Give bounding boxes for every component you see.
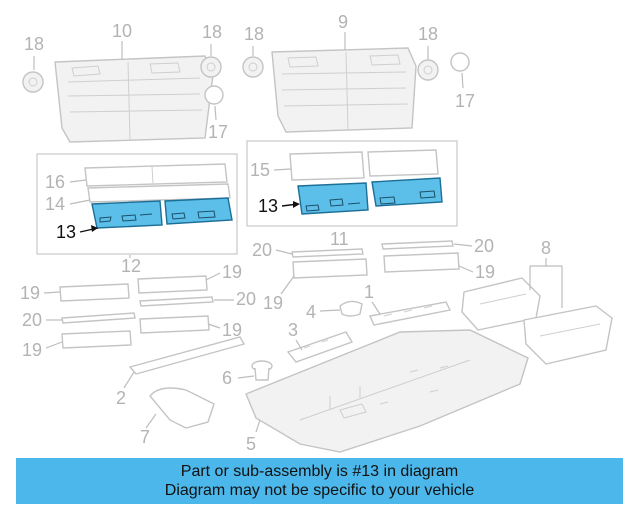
part-19-strip-f[interactable]: [383, 252, 460, 273]
leader-19-e: [280, 275, 295, 295]
part-15-panel-right[interactable]: [289, 149, 439, 181]
part-2-sill-plate[interactable]: [128, 336, 246, 375]
callout-15: 15: [250, 160, 270, 180]
part-13-trim-panel-right[interactable]: [297, 177, 443, 215]
part-17-plug-left[interactable]: [204, 85, 224, 105]
callout-13-b: 13: [258, 196, 278, 216]
leader-2: [123, 371, 135, 389]
callout-2: 2: [116, 388, 126, 408]
callout-19-a: 19: [20, 283, 40, 303]
part-20-seal-c[interactable]: [291, 248, 364, 258]
callout-20-a: 20: [22, 310, 42, 330]
part-5-floor-carpet[interactable]: [245, 329, 529, 453]
callout-17-a: 17: [208, 122, 228, 142]
notice-part-number: Part or sub-assembly is #13 in diagram: [180, 463, 459, 480]
part-18-clip-right-b[interactable]: [417, 59, 439, 81]
callout-19-f: 19: [475, 262, 495, 282]
part-9-load-floor-mat[interactable]: [271, 47, 417, 133]
leader-5: [255, 419, 261, 433]
part-16-panel-left[interactable]: [84, 163, 228, 187]
callout-18-b: 18: [202, 22, 222, 42]
leader-16: [69, 179, 87, 183]
part-18-clip-left[interactable]: [22, 71, 44, 93]
leader-17-a: [214, 105, 217, 121]
callout-10: 10: [112, 21, 132, 41]
callout-4: 4: [306, 302, 316, 322]
part-19-strip-e[interactable]: [292, 258, 368, 279]
part-20-seal-b[interactable]: [139, 296, 214, 307]
arrow-13-b: [293, 201, 300, 208]
callout-19-d: 19: [222, 320, 242, 340]
callout-7: 7: [140, 427, 150, 447]
part-19-strip-d[interactable]: [139, 315, 210, 334]
part-19-strip-c[interactable]: [61, 330, 132, 349]
assembly-box-11: [246, 140, 458, 227]
callout-8: 8: [541, 238, 551, 258]
part-6-plug[interactable]: [251, 360, 273, 381]
leader-19-a: [43, 291, 61, 294]
leader-19-c: [45, 341, 63, 349]
part-20-seal-d[interactable]: [381, 240, 454, 250]
diagram-notice-banner: Part or sub-assembly is #13 in diagram D…: [16, 458, 623, 504]
part-13-trim-panel-left[interactable]: [91, 197, 233, 229]
leader-6: [237, 375, 255, 379]
callout-19-e: 19: [263, 293, 283, 313]
callout-13-a: 13: [56, 222, 76, 242]
part-20-seal-a[interactable]: [61, 312, 136, 324]
callout-14: 14: [45, 194, 65, 214]
part-18-clip-mid[interactable]: [200, 56, 222, 78]
callout-18-d: 18: [418, 24, 438, 44]
part-19-strip-b[interactable]: [137, 275, 208, 294]
callout-6: 6: [222, 368, 232, 388]
part-17-plug-right[interactable]: [450, 52, 470, 72]
part-19-strip-a[interactable]: [59, 283, 130, 302]
callout-1: 1: [364, 282, 374, 302]
callout-5: 5: [246, 434, 256, 454]
part-18-clip-right-a[interactable]: [242, 56, 264, 78]
callout-3: 3: [288, 320, 298, 340]
leader-3: [295, 339, 303, 351]
callout-20-c: 20: [252, 240, 272, 260]
callout-20-d: 20: [474, 236, 494, 256]
leader-17-b: [461, 72, 464, 89]
callout-12: 12: [121, 256, 141, 276]
leader-19-f: [458, 265, 474, 273]
part-8-step-trim[interactable]: [461, 277, 613, 365]
leader-20-d: [453, 243, 473, 247]
leader-7: [145, 413, 157, 429]
leader-8: [529, 258, 563, 308]
callout-9: 9: [338, 12, 348, 32]
callout-20-b: 20: [236, 289, 256, 309]
callout-11: 11: [330, 229, 349, 249]
leader-20-c: [275, 249, 293, 255]
leader-19-b: [205, 272, 221, 281]
part-10-cargo-mat[interactable]: [54, 55, 214, 143]
callout-17-b: 17: [455, 91, 475, 111]
part-14-bracket-left[interactable]: [87, 183, 231, 203]
leader-19-d: [207, 323, 221, 329]
arrow-13-a: [91, 225, 98, 232]
callout-19-b: 19: [222, 262, 242, 282]
callout-16: 16: [45, 172, 65, 192]
part-7-shield[interactable]: [149, 387, 215, 429]
part-1-crossmember[interactable]: [368, 301, 452, 326]
assembly-box-12: [36, 153, 238, 255]
leader-14: [69, 199, 91, 205]
leader-1: [371, 301, 381, 315]
part-3-bracket[interactable]: [286, 331, 354, 363]
callout-18-a: 18: [24, 34, 44, 54]
leader-4: [319, 309, 341, 312]
callout-19-c: 19: [22, 340, 42, 360]
part-4-clip[interactable]: [339, 300, 363, 317]
leader-15: [273, 168, 292, 171]
callout-18-c: 18: [244, 24, 264, 44]
notice-disclaimer: Diagram may not be specific to your vehi…: [164, 482, 475, 499]
